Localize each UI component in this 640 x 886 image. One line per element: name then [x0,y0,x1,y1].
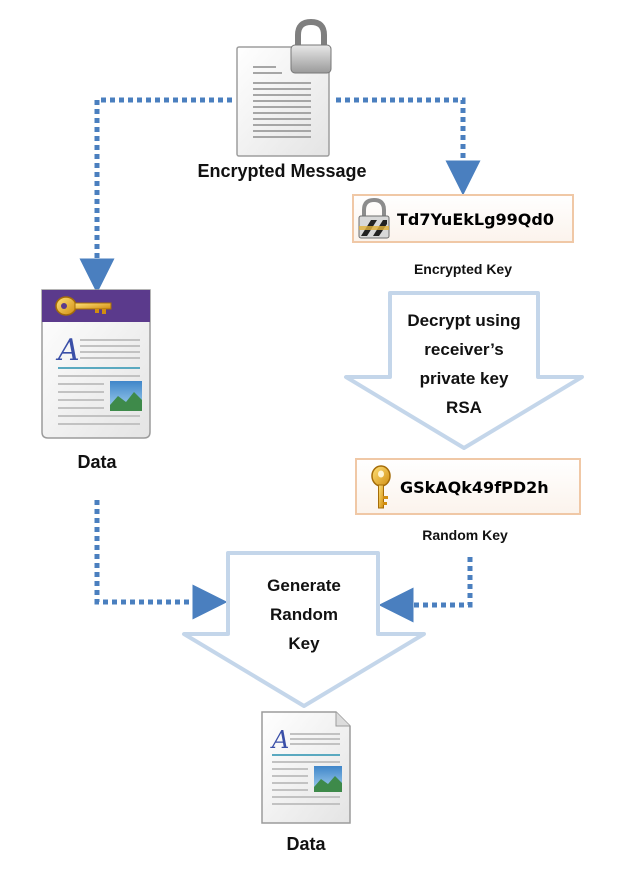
gold-key-icon [371,465,391,509]
padlock-icon [358,197,390,239]
locked-document-icon [236,18,332,157]
encrypted-key-value: Td7YuEkLg99Qd0 [397,210,554,229]
generate-line-1: Generate [267,576,341,595]
connector-message-to-encrypted-key [336,97,481,196]
decrypt-line-4: RSA [446,398,482,417]
encrypted-key-caption: Encrypted Key [414,261,512,277]
decrypt-line-2: receiver’s [424,340,503,359]
data-left-label: Data [77,452,117,472]
encrypted-key-box: Td7YuEkLg99Qd0 [352,194,574,243]
decrypt-line-3: private key [420,369,509,388]
header-key-icon [55,296,112,316]
landscape-thumbnail [314,766,342,792]
connector-random-key-to-generate [378,557,473,623]
generate-arrow [182,551,426,708]
data-document-icon: A [261,711,351,824]
encrypted-data-document-icon: A [41,289,151,439]
decrypt-arrow [344,291,584,450]
random-key-caption: Random Key [422,527,508,543]
svg-text:A: A [55,333,80,368]
generate-line-3: Key [288,634,320,653]
data-bottom-label: Data [286,834,326,854]
random-key-value: GSkAQk49fPD2h [400,478,549,497]
random-key-box: GSkAQk49fPD2h [355,458,581,515]
encrypted-message-label: Encrypted Message [197,161,366,181]
connectors [79,97,481,623]
svg-text:A: A [270,726,289,754]
connector-data-to-generate [94,500,228,620]
connector-message-to-data [79,97,232,294]
landscape-thumbnail [110,381,142,411]
generate-line-2: Random [270,605,338,624]
decrypt-line-1: Decrypt using [407,311,520,330]
